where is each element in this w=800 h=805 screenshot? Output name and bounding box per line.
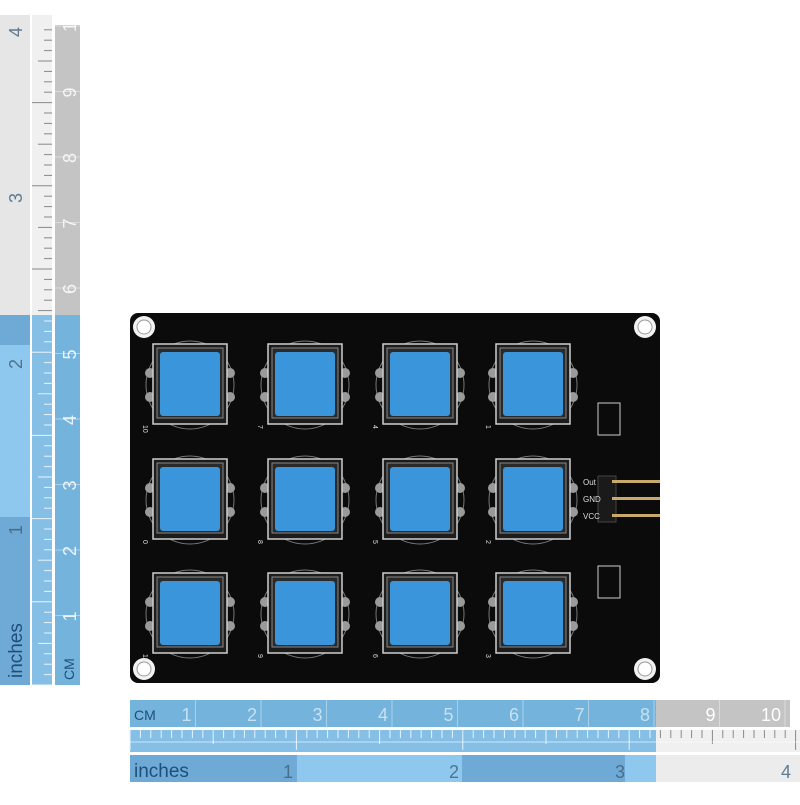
horizontal-inch-label: 3 <box>615 762 625 782</box>
vertical-cm-unit: CM <box>61 658 77 680</box>
button-label: 1 <box>484 425 491 429</box>
button-cap[interactable] <box>390 467 450 531</box>
button-label: 0 <box>141 540 148 544</box>
vertical-cm-label: 4 <box>60 415 80 425</box>
vertical-cm-label: 2 <box>60 546 80 556</box>
smd-pads-top <box>597 402 621 599</box>
button-label: 11 <box>141 654 148 661</box>
keypad-button[interactable]: 4 <box>371 340 465 430</box>
pin-header: Out GND VCC <box>583 475 660 523</box>
button-cap[interactable] <box>503 467 563 531</box>
button-label: 7 <box>256 425 263 429</box>
horizontal-cm-label: 4 <box>378 705 388 725</box>
horizontal-cm-label: 10 <box>761 705 781 725</box>
keypad-button[interactable]: 6 <box>371 569 465 659</box>
vertical-inches-unit: inches <box>6 623 27 678</box>
button-cap[interactable] <box>275 352 335 416</box>
keypad-button[interactable]: 9 <box>256 569 350 659</box>
button-cap[interactable] <box>390 352 450 416</box>
horizontal-cm-label: 6 <box>509 705 519 725</box>
button-label: 5 <box>371 540 378 544</box>
keypad-button[interactable]: 7 <box>256 340 350 430</box>
horizontal-cm-label: 1 <box>181 705 191 725</box>
button-cap[interactable] <box>503 352 563 416</box>
horizontal-inches-unit: inches <box>134 761 189 782</box>
horizontal-cm-label: 2 <box>247 705 257 725</box>
vertical-cm-label: 1 <box>60 611 80 621</box>
vertical-inch-label: 2 <box>6 359 26 369</box>
vertical-cm-label: 5 <box>60 349 80 359</box>
button-cap[interactable] <box>160 467 220 531</box>
keypad-button[interactable]: 8 <box>256 455 350 545</box>
button-label: 10 <box>141 425 148 433</box>
button-cap[interactable] <box>503 581 563 645</box>
keypad-button[interactable]: 5 <box>371 455 465 545</box>
button-label: 4 <box>371 425 378 429</box>
horizontal-cm-label: 7 <box>574 705 584 725</box>
vertical-inch-label: 3 <box>6 193 26 203</box>
button-cap[interactable] <box>275 467 335 531</box>
button-label: 9 <box>256 654 263 658</box>
vertical-cm-label: 10 <box>60 12 80 32</box>
horizontal-cm-label: 9 <box>705 705 715 725</box>
horizontal-cm-label: 8 <box>640 705 650 725</box>
button-cap[interactable] <box>275 581 335 645</box>
vertical-cm-label: 3 <box>60 480 80 490</box>
pin-label-gnd: GND <box>583 495 601 504</box>
vertical-cm-label: 9 <box>60 87 80 97</box>
keypad-button[interactable]: 0 <box>141 455 235 545</box>
keypad-button[interactable]: 10 <box>141 340 235 433</box>
keypad-button[interactable]: 11 <box>141 569 235 661</box>
horizontal-inch-label: 2 <box>449 762 459 782</box>
horizontal-ruler: CM inches 1 2 3 4 5 6 7 8 9 10 1 2 3 4 <box>129 700 800 782</box>
keypad-button[interactable]: 3 <box>484 569 578 659</box>
button-label: 6 <box>371 654 378 658</box>
button-label: 8 <box>256 540 263 544</box>
button-label: 2 <box>484 540 491 544</box>
vertical-ruler: inches CM 1 2 3 4 5 6 7 8 9 10 1 2 3 4 <box>0 12 80 686</box>
horizontal-inch-label: 4 <box>781 762 791 782</box>
horizontal-cm-label: 5 <box>443 705 453 725</box>
pin-label-vcc: VCC <box>583 512 600 521</box>
vertical-cm-label: 7 <box>60 218 80 228</box>
pin-label-out: Out <box>583 478 597 487</box>
horizontal-inch-label: 1 <box>283 762 293 782</box>
button-cap[interactable] <box>390 581 450 645</box>
vertical-cm-label: 6 <box>60 284 80 294</box>
vertical-inch-label: 1 <box>6 525 26 535</box>
button-cap[interactable] <box>160 352 220 416</box>
keypad-button[interactable]: 2 <box>484 455 578 545</box>
vertical-cm-label: 8 <box>60 153 80 163</box>
keypad-button[interactable]: 1 <box>484 340 578 430</box>
vertical-inch-label: 4 <box>6 27 26 37</box>
button-cap[interactable] <box>160 581 220 645</box>
horizontal-cm-label: 3 <box>312 705 322 725</box>
horizontal-cm-unit: CM <box>134 707 156 723</box>
button-label: 3 <box>484 654 491 658</box>
